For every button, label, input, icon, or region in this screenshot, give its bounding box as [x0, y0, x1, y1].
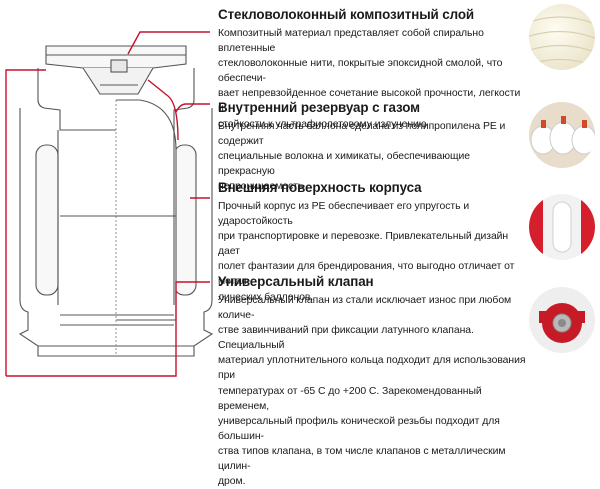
leader-line-inner-tank	[175, 103, 210, 113]
section-text: Внутренняя часть баллона сделана из поли…	[218, 121, 506, 193]
composite-gas-cylinder-cutaway-icon	[18, 45, 214, 357]
section-text: Прочный корпус из PE обеспечивает его уп…	[218, 201, 515, 303]
fiberglass-layer-photo-icon	[529, 4, 595, 70]
inner-tank-photo-icon	[529, 102, 595, 168]
section-outer-casing: Внешняя поверхность корпуса Прочный корп…	[218, 179, 528, 305]
section-text: Композитный материал представляет собой …	[218, 28, 521, 130]
gas-cylinder-diagram	[5, 31, 214, 377]
leader-line-fiberglass-top	[127, 31, 210, 55]
section-title: Стекловолоконный композитный слой	[218, 7, 475, 22]
red-shoulder-outline	[147, 79, 179, 141]
section-title: Универсальный клапан	[218, 274, 374, 289]
section-universal-valve: Универсальный клапан Универсальный клапа…	[218, 273, 528, 489]
section-title: Внутренний резервуар с газом	[218, 100, 420, 115]
leader-lines	[5, 31, 210, 377]
section-fiberglass-layer: Стекловолоконный композитный слой Композ…	[218, 6, 528, 132]
section-inner-tank: Внутренний резервуар с газом Внутренняя …	[218, 99, 528, 194]
section-title: Внешняя поверхность корпуса	[218, 180, 422, 195]
leader-line-valve	[6, 281, 210, 377]
valve-photo-icon	[529, 287, 595, 353]
section-text: Универсальный клапан из стали исключает …	[218, 295, 526, 488]
leader-line-fiberglass	[5, 69, 46, 376]
outer-casing-photo-icon	[529, 194, 595, 260]
